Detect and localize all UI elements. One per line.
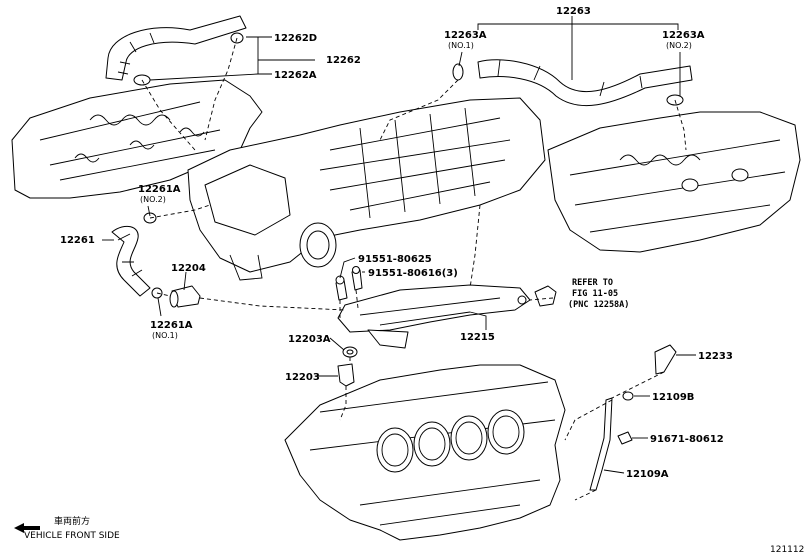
pcv-valve-12204 [169, 285, 201, 308]
leader-lines [102, 16, 696, 474]
bolt-91551-80616 [351, 266, 363, 291]
label-91551-80616: 91551-80616(3) [368, 268, 458, 279]
label-12263: 12263 [556, 6, 591, 17]
label-12203a: 12203A [288, 334, 331, 345]
label-12262d: 12262D [274, 33, 317, 44]
figure-number: 121112 [770, 545, 804, 555]
intake-manifold [187, 97, 546, 281]
label-91671-80612: 91671-80612 [650, 434, 724, 445]
label-12263a-no1-sub: (NO.1) [448, 41, 474, 50]
label-refer-to: REFER TO [572, 278, 613, 288]
label-pnc: (PNC 12258A) [568, 300, 629, 310]
label-12261a-no2: 12261A [138, 184, 181, 195]
hose-12262 [105, 15, 247, 86]
label-12109b: 12109B [652, 392, 694, 403]
hose-12261 [111, 212, 163, 299]
hose-12263 [452, 59, 693, 107]
label-12261a-no2-sub: (NO.2) [140, 195, 166, 204]
label-12203: 12203 [285, 372, 320, 383]
label-12263a-no2-sub: (NO.2) [666, 41, 692, 50]
assembly-lines [141, 37, 687, 501]
label-12233: 12233 [698, 351, 733, 362]
cylinder-block [284, 364, 566, 541]
right-cylinder-head-cover [547, 111, 801, 253]
bolt-91551-80625 [335, 275, 348, 301]
label-12263a-no1: 12263A [444, 30, 487, 41]
label-12109a: 12109A [626, 469, 669, 480]
label-12262: 12262 [326, 55, 361, 66]
gasket-12203a [342, 346, 358, 358]
left-arrow-icon [14, 523, 40, 533]
label-12204: 12204 [171, 263, 206, 274]
callout-labels: 12263 12263A (NO.1) 12263A (NO.2) 12262D… [60, 6, 733, 480]
label-12261a-no1-sub: (NO.1) [152, 331, 178, 340]
label-91551-80625: 91551-80625 [358, 254, 432, 265]
front-side-cjk: 車両前方 [54, 515, 90, 527]
label-12261a-no1: 12261A [150, 320, 193, 331]
label-fig: FIG 11-05 [572, 289, 618, 299]
oil-separator-12215 [337, 284, 531, 349]
front-direction-indicator: 車両前方 VEHICLE FRONT SIDE [14, 515, 120, 541]
vehicle-front-side: VEHICLE FRONT SIDE [24, 531, 120, 541]
elbow-12203 [337, 363, 355, 387]
fitting-refer [534, 285, 557, 307]
label-12262a: 12262A [274, 70, 317, 81]
label-12263a-no2: 12263A [662, 30, 705, 41]
label-12261: 12261 [60, 235, 95, 246]
label-12215: 12215 [460, 332, 495, 343]
left-cylinder-head-cover [11, 79, 263, 199]
